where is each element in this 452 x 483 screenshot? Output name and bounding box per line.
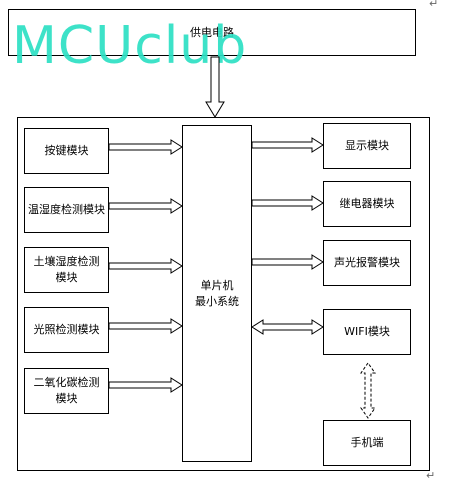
phone-box: 手机端 (323, 420, 411, 466)
input-module-soil-moisture: 土壤湿度检测 模块 (24, 247, 109, 293)
phone-label: 手机端 (350, 436, 384, 450)
input-arrow-4 (108, 318, 183, 334)
power-supply-box: 供电电路 (8, 9, 416, 56)
mcu-box: 单片机 最小系统 (182, 125, 252, 462)
wifi-bidirectional-arrow (251, 319, 324, 335)
watermark: MCUclub (12, 16, 248, 76)
input-module-co2: 二氧化碳检测 模块 (24, 368, 109, 414)
output-module-alarm: 声光报警模块 (323, 240, 411, 286)
output-module-display: 显示模块 (323, 123, 411, 169)
input-module-key: 按键模块 (24, 128, 109, 174)
output-arrow-3 (251, 254, 324, 270)
output-module-relay: 继电器模块 (323, 181, 411, 227)
input-arrow-2 (108, 198, 183, 214)
system-frame (17, 117, 430, 471)
input-arrow-5 (108, 377, 183, 393)
power-arrow (205, 56, 225, 118)
input-module-temp-humidity: 温湿度检测模块 (24, 187, 109, 233)
paragraph-mark-bottom: ↵ (426, 469, 436, 482)
power-supply-label: 供电电路 (190, 26, 234, 39)
output-arrow-2 (251, 195, 324, 211)
paragraph-mark-top: ↵ (429, 0, 439, 10)
input-module-light: 光照检测模块 (24, 307, 109, 353)
mcu-label: 单片机 最小系统 (195, 278, 239, 308)
input-arrow-1 (108, 139, 183, 155)
output-module-wifi: WIFI模块 (323, 309, 411, 355)
input-arrow-3 (108, 258, 183, 274)
output-arrow-1 (251, 137, 324, 153)
wireless-link-arrow (360, 362, 376, 419)
